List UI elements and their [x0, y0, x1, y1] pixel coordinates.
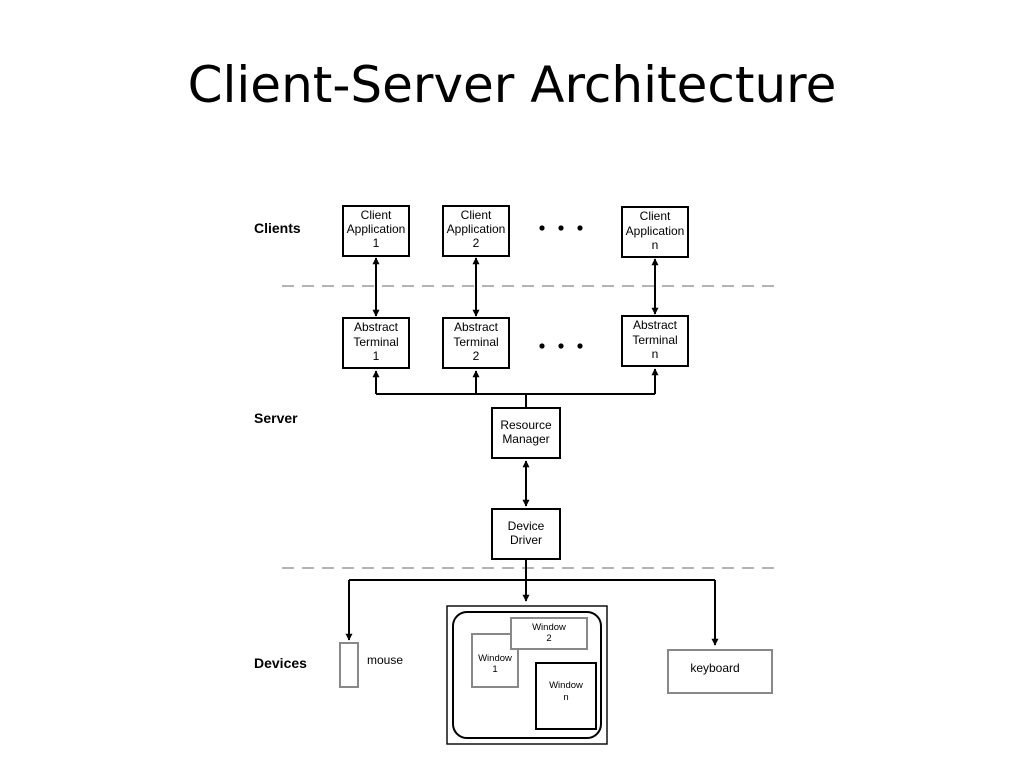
window-1-line1: Window — [478, 653, 512, 664]
client-app-1-line1: Client — [361, 208, 392, 222]
window-2-line1: Window — [532, 622, 566, 633]
row-label-devices: Devices — [254, 655, 307, 671]
client-app-2: Client Application 2 — [442, 205, 510, 257]
terminal-2-line2: Terminal — [453, 335, 498, 349]
resource-manager-line2: Manager — [502, 432, 549, 446]
client-app-2-line1: Client — [461, 208, 492, 222]
resource-manager-line1: Resource — [500, 418, 552, 432]
client-app-n-line3: n — [652, 238, 659, 252]
client-app-1-line3: 1 — [373, 236, 380, 250]
terminals-ellipsis — [539, 343, 583, 349]
window-2: Window 2 — [510, 617, 588, 650]
terminal-n-line1: Abstract — [633, 318, 678, 332]
terminal-1-line1: Abstract — [354, 320, 399, 334]
device-driver-line1: Device — [508, 519, 545, 533]
window-1-line2: 1 — [492, 664, 497, 675]
window-n-line1: Window — [549, 680, 583, 691]
terminal-2-line3: 2 — [473, 349, 480, 363]
abstract-terminal-1: Abstract Terminal 1 — [342, 317, 410, 369]
keyboard-label: keyboard — [690, 661, 739, 675]
mouse-label: mouse — [367, 653, 403, 667]
abstract-terminal-2: Abstract Terminal 2 — [442, 317, 510, 369]
client-app-2-line3: 2 — [473, 236, 480, 250]
window-n: Window n — [535, 662, 597, 730]
client-app-1-line2: Application — [347, 222, 406, 236]
mouse-device — [339, 642, 359, 688]
terminal-n-line2: Terminal — [632, 333, 677, 347]
device-driver-line2: Driver — [510, 533, 542, 547]
terminal-n-line3: n — [652, 347, 659, 361]
window-2-line2: 2 — [546, 633, 551, 644]
device-driver: Device Driver — [491, 508, 561, 560]
client-app-n-line2: Application — [626, 224, 685, 238]
client-app-1: Client Application 1 — [342, 205, 410, 257]
client-app-2-line2: Application — [447, 222, 506, 236]
client-app-n: Client Application n — [621, 206, 689, 258]
terminal-1-line2: Terminal — [353, 335, 398, 349]
window-n-line2: n — [563, 692, 568, 703]
row-label-clients: Clients — [254, 220, 301, 236]
row-label-server: Server — [254, 410, 298, 426]
terminal-1-line3: 1 — [373, 349, 380, 363]
window-1: Window 1 — [471, 633, 519, 688]
terminal-2-line1: Abstract — [454, 320, 499, 334]
device-bus — [345, 559, 719, 646]
slide-title: Client-Server Architecture — [187, 56, 837, 114]
abstract-terminal-n: Abstract Terminal n — [621, 315, 689, 367]
terminal-bus — [372, 368, 659, 408]
resource-manager: Resource Manager — [491, 407, 561, 459]
display-device: Window 1 Window 2 Window n — [446, 605, 608, 745]
keyboard-device — [667, 649, 773, 694]
client-app-n-line1: Client — [640, 209, 671, 223]
clients-ellipsis — [539, 225, 583, 231]
